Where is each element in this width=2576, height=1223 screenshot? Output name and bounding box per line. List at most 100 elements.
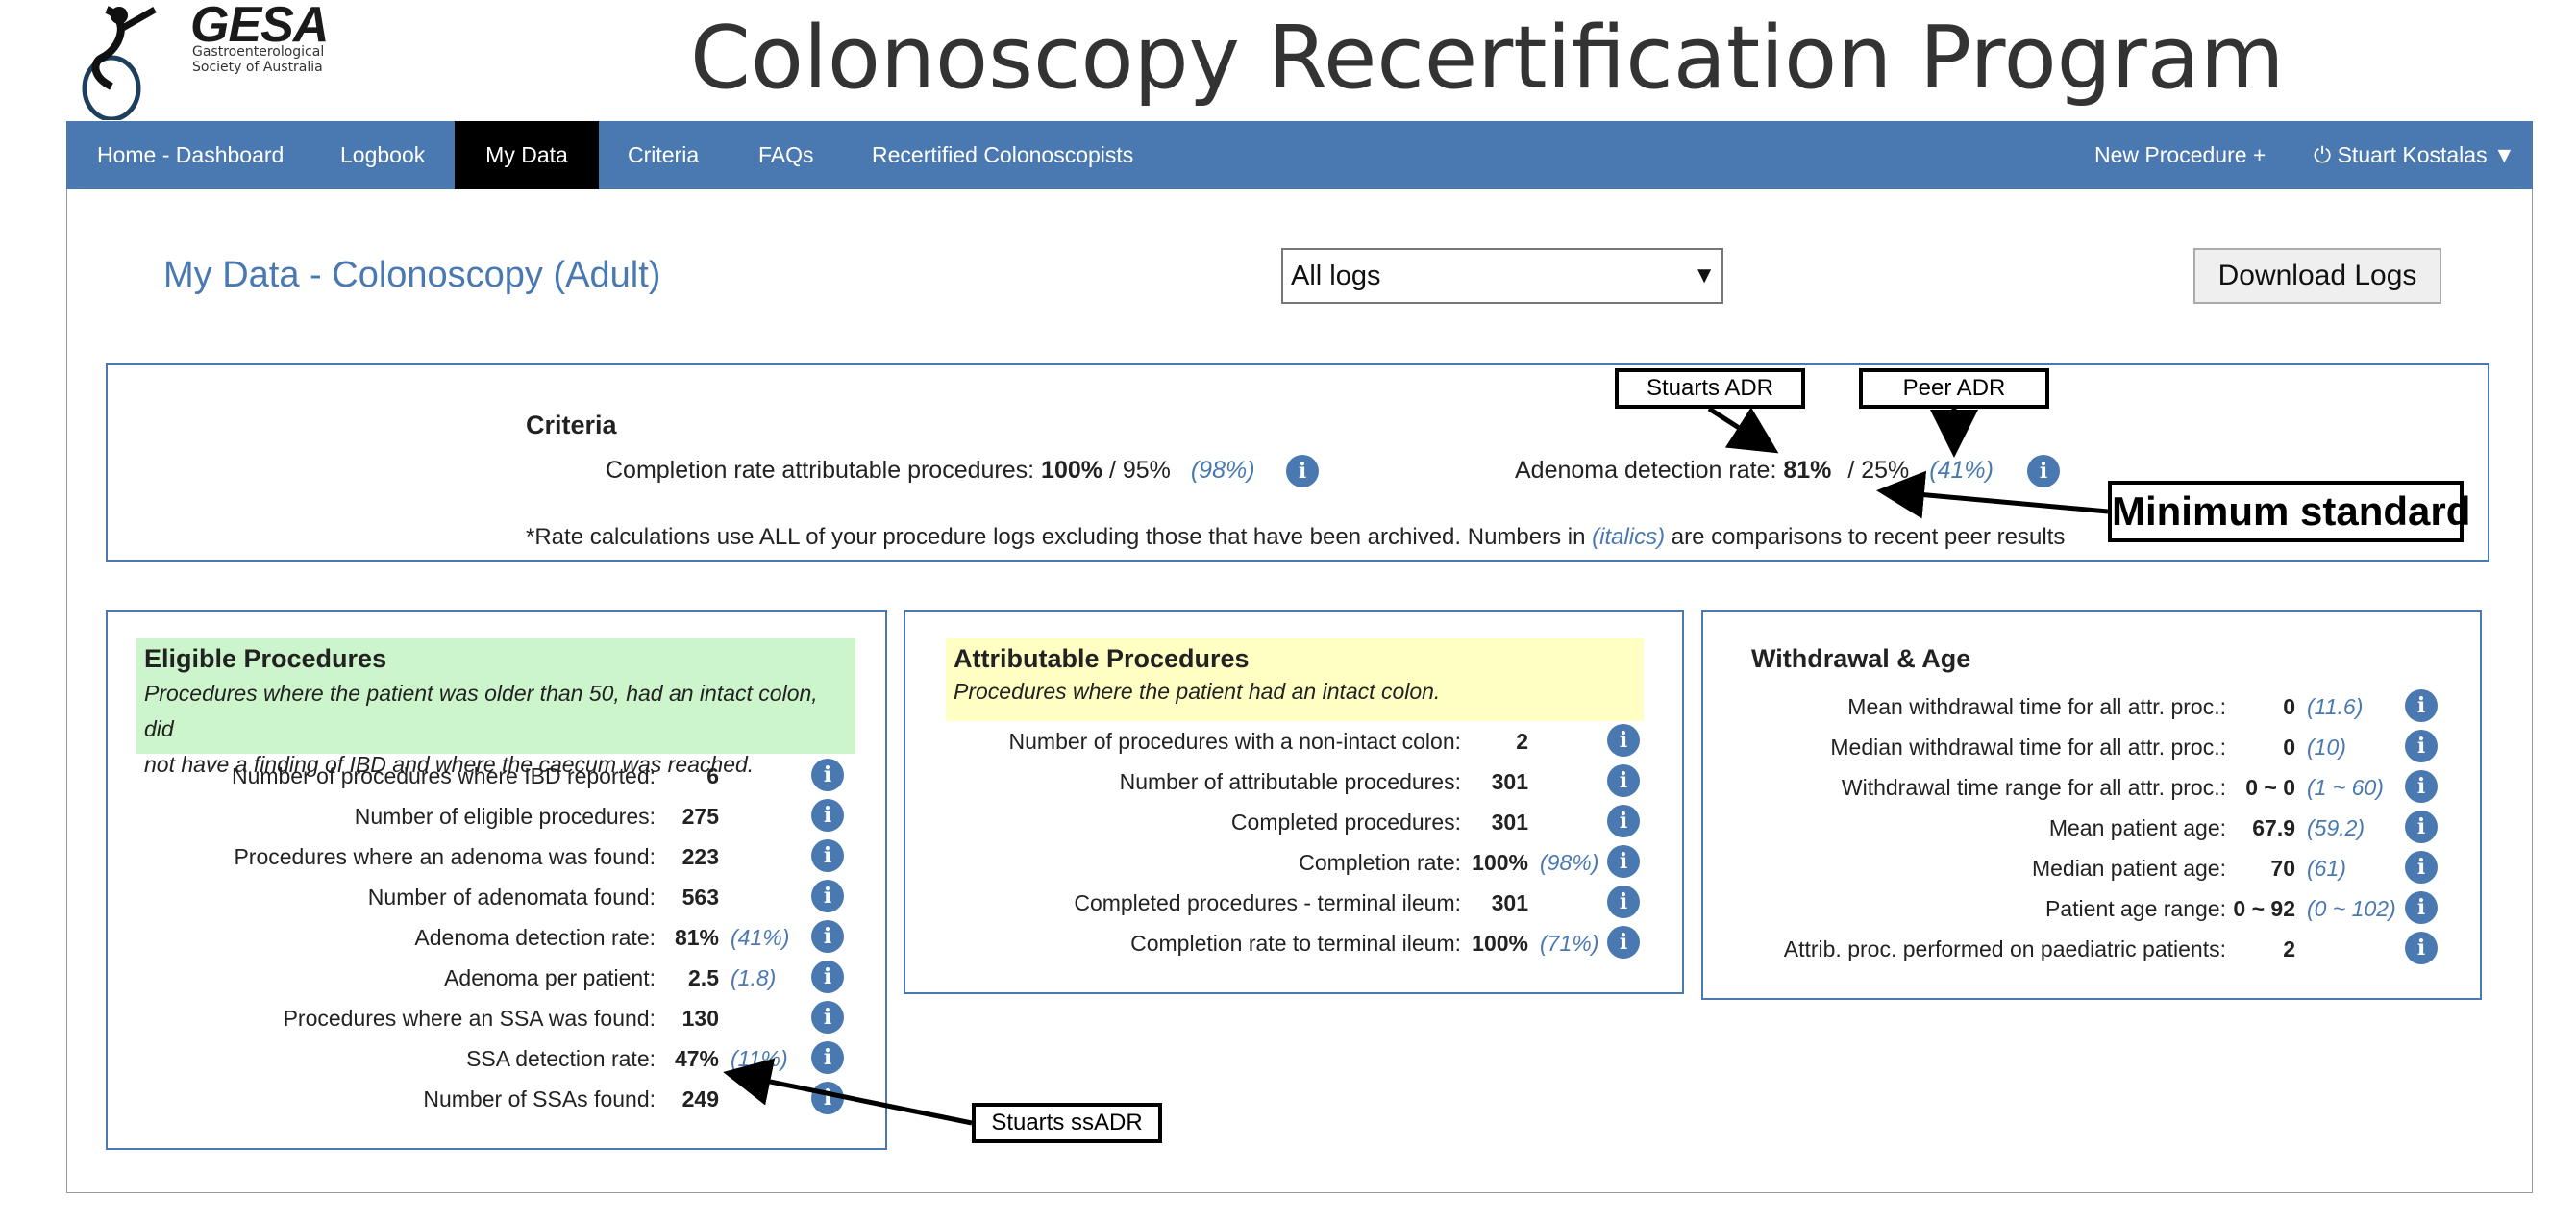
withdrawal-row-info-icon[interactable]: i — [2405, 932, 2438, 964]
attributable-row-label: Number of procedures with a non-intact c… — [1008, 729, 1461, 754]
withdrawal-row-info-icon[interactable]: i — [2405, 730, 2438, 762]
eligible-row-info-icon[interactable]: i — [811, 799, 844, 832]
eligible-row-value: 6 — [706, 763, 719, 788]
eligible-row-info-icon[interactable]: i — [811, 880, 844, 912]
eligible-row-info-icon[interactable]: i — [811, 920, 844, 953]
eligible-row-info-icon[interactable]: i — [811, 1041, 844, 1074]
eligible-row-value: 130 — [681, 1006, 719, 1031]
adr-criteria-value: 81% — [1783, 457, 1832, 484]
eligible-row-value: 275 — [681, 804, 719, 829]
withdrawal-row-info-icon[interactable]: i — [2405, 770, 2438, 803]
gesa-figure-icon — [82, 6, 157, 122]
withdrawal-row-label: Median patient age: — [2031, 856, 2226, 881]
attributable-row-info-icon[interactable]: i — [1607, 845, 1640, 878]
eligible-row-label: Number of adenomata found: — [367, 885, 656, 910]
nav-faqs[interactable]: FAQs — [758, 142, 814, 167]
withdrawal-row-label: Mean withdrawal time for all attr. proc.… — [1847, 694, 2226, 719]
eligible-row-label: Adenoma per patient: — [444, 965, 656, 990]
attributable-procedures-header: Attributable Procedures Procedures where… — [946, 638, 1644, 721]
eligible-row-value: 223 — [681, 844, 719, 869]
attributable-row-info-icon[interactable]: i — [1607, 886, 1640, 918]
dropdown-arrow-icon: ▼ — [1693, 262, 1716, 288]
eligible-row-info-icon[interactable]: i — [811, 839, 844, 872]
attributable-procedures-panel — [904, 610, 1684, 994]
attributable-row-value: 301 — [1491, 769, 1528, 794]
adr-criteria: Adenoma detection rate: 81% / 25% (41%) — [1515, 457, 1994, 485]
attributable-row-label: Completion rate: — [1299, 850, 1461, 875]
adr-criteria-label: Adenoma detection rate: — [1515, 457, 1777, 484]
attributable-row-label: Completed procedures: — [1230, 810, 1461, 835]
eligible-procedures-description: Procedures where the patient was older t… — [144, 676, 848, 783]
eligible-row-value: 249 — [681, 1086, 719, 1111]
logo-subtitle: Gastroenterological Society of Australia — [192, 44, 324, 75]
nav-criteria[interactable]: Criteria — [628, 142, 700, 167]
withdrawal-row-value: 0 ~ 92 — [2233, 896, 2295, 921]
withdrawal-row-value: 2 — [2283, 936, 2295, 961]
nav-logbook[interactable]: Logbook — [340, 142, 426, 167]
attributable-row-value: 301 — [1491, 890, 1528, 915]
power-icon: ⏻ — [2314, 142, 2332, 167]
attributable-row-value: 100% — [1472, 850, 1528, 875]
adr-criteria-peer: (41%) — [1929, 457, 1994, 484]
withdrawal-row-value: 0 ~ 0 — [2245, 775, 2295, 800]
main-navbar: Home - Dashboard Logbook My Data Criteri… — [66, 121, 2533, 189]
gesa-logo[interactable]: GESA Gastroenterological Society of Aust… — [63, 0, 329, 122]
eligible-row-info-icon[interactable]: i — [811, 1001, 844, 1034]
nav-recertified-colonoscopists[interactable]: Recertified Colonoscopists — [872, 142, 1134, 167]
withdrawal-row-info-icon[interactable]: i — [2405, 689, 2438, 722]
eligible-row-peer: (11%) — [731, 1046, 788, 1071]
eligible-row-info-icon[interactable]: i — [811, 759, 844, 791]
eligible-row-label: Number of eligible procedures: — [354, 804, 656, 829]
completion-criteria-peer: (98%) — [1190, 457, 1255, 484]
withdrawal-row-peer: (0 ~ 102) — [2307, 896, 2396, 921]
withdrawal-row-value: 70 — [2270, 856, 2295, 881]
eligible-row-label: Procedures where an adenoma was found: — [234, 844, 656, 869]
attributable-procedures-title: Attributable Procedures — [954, 644, 1250, 673]
completion-criteria-info-icon[interactable]: i — [1286, 455, 1319, 487]
attributable-procedures-description: Procedures where the patient had an inta… — [954, 679, 1441, 704]
user-name: Stuart Kostalas ▼ — [2337, 142, 2515, 167]
attributable-row-info-icon[interactable]: i — [1607, 764, 1640, 797]
log-filter-select[interactable]: All logs ▼ — [1281, 248, 1723, 304]
withdrawal-row-info-icon[interactable]: i — [2405, 851, 2438, 884]
nav-my-data[interactable]: My Data — [455, 121, 599, 189]
eligible-row-label: SSA detection rate: — [466, 1046, 656, 1071]
withdrawal-row-label: Patient age range: — [2045, 896, 2226, 921]
annotation-minimum-standard: Minimum standard — [2108, 481, 2470, 542]
withdrawal-age-header: Withdrawal & Age — [1744, 638, 1978, 680]
download-logs-button[interactable]: Download Logs — [2193, 248, 2441, 304]
adr-criteria-standard: / 25% — [1847, 457, 1910, 484]
withdrawal-age-panel — [1701, 610, 2482, 1000]
completion-criteria-label: Completion rate attributable procedures: — [606, 457, 1035, 484]
withdrawal-row-label: Mean patient age: — [2048, 815, 2226, 840]
withdrawal-row-info-icon[interactable]: i — [2405, 811, 2438, 843]
attributable-row-value: 301 — [1491, 810, 1528, 835]
adr-criteria-info-icon[interactable]: i — [2027, 455, 2060, 487]
new-procedure-button[interactable]: New Procedure + — [2094, 142, 2266, 167]
note-text-after: are comparisons to recent peer results — [1671, 524, 2066, 550]
withdrawal-age-title: Withdrawal & Age — [1751, 644, 1971, 673]
attributable-row-info-icon[interactable]: i — [1607, 805, 1640, 837]
withdrawal-row-label: Median withdrawal time for all attr. pro… — [1830, 735, 2226, 760]
attributable-row-label: Number of attributable procedures: — [1119, 769, 1461, 794]
site-title: Colonoscopy Recertification Program — [690, 8, 2285, 109]
criteria-box — [106, 363, 2489, 562]
attributable-row-label: Completed procedures - terminal ileum: — [1074, 890, 1461, 915]
attributable-row-value: 2 — [1516, 729, 1528, 754]
user-menu[interactable]: ⏻ Stuart Kostalas ▼ — [2314, 121, 2515, 189]
completion-criteria-value: 100% — [1041, 457, 1102, 484]
eligible-row-value: 47% — [674, 1046, 719, 1071]
log-filter-value: All logs — [1291, 261, 1381, 291]
withdrawal-row-peer: (59.2) — [2307, 815, 2365, 840]
nav-home-dashboard[interactable]: Home - Dashboard — [97, 142, 285, 167]
logo-subtitle-line2: Society of Australia — [192, 60, 323, 75]
eligible-row-value: 81% — [674, 925, 719, 950]
eligible-row-info-icon[interactable]: i — [811, 961, 844, 993]
attributable-row-value: 100% — [1472, 931, 1528, 956]
eligible-row-info-icon[interactable]: i — [811, 1082, 844, 1114]
completion-criteria: Completion rate attributable procedures:… — [606, 457, 1255, 485]
attributable-row-info-icon[interactable]: i — [1607, 724, 1640, 757]
withdrawal-row-info-icon[interactable]: i — [2405, 891, 2438, 924]
note-text-before: *Rate calculations use ALL of your proce… — [526, 524, 1586, 550]
attributable-row-info-icon[interactable]: i — [1607, 926, 1640, 959]
